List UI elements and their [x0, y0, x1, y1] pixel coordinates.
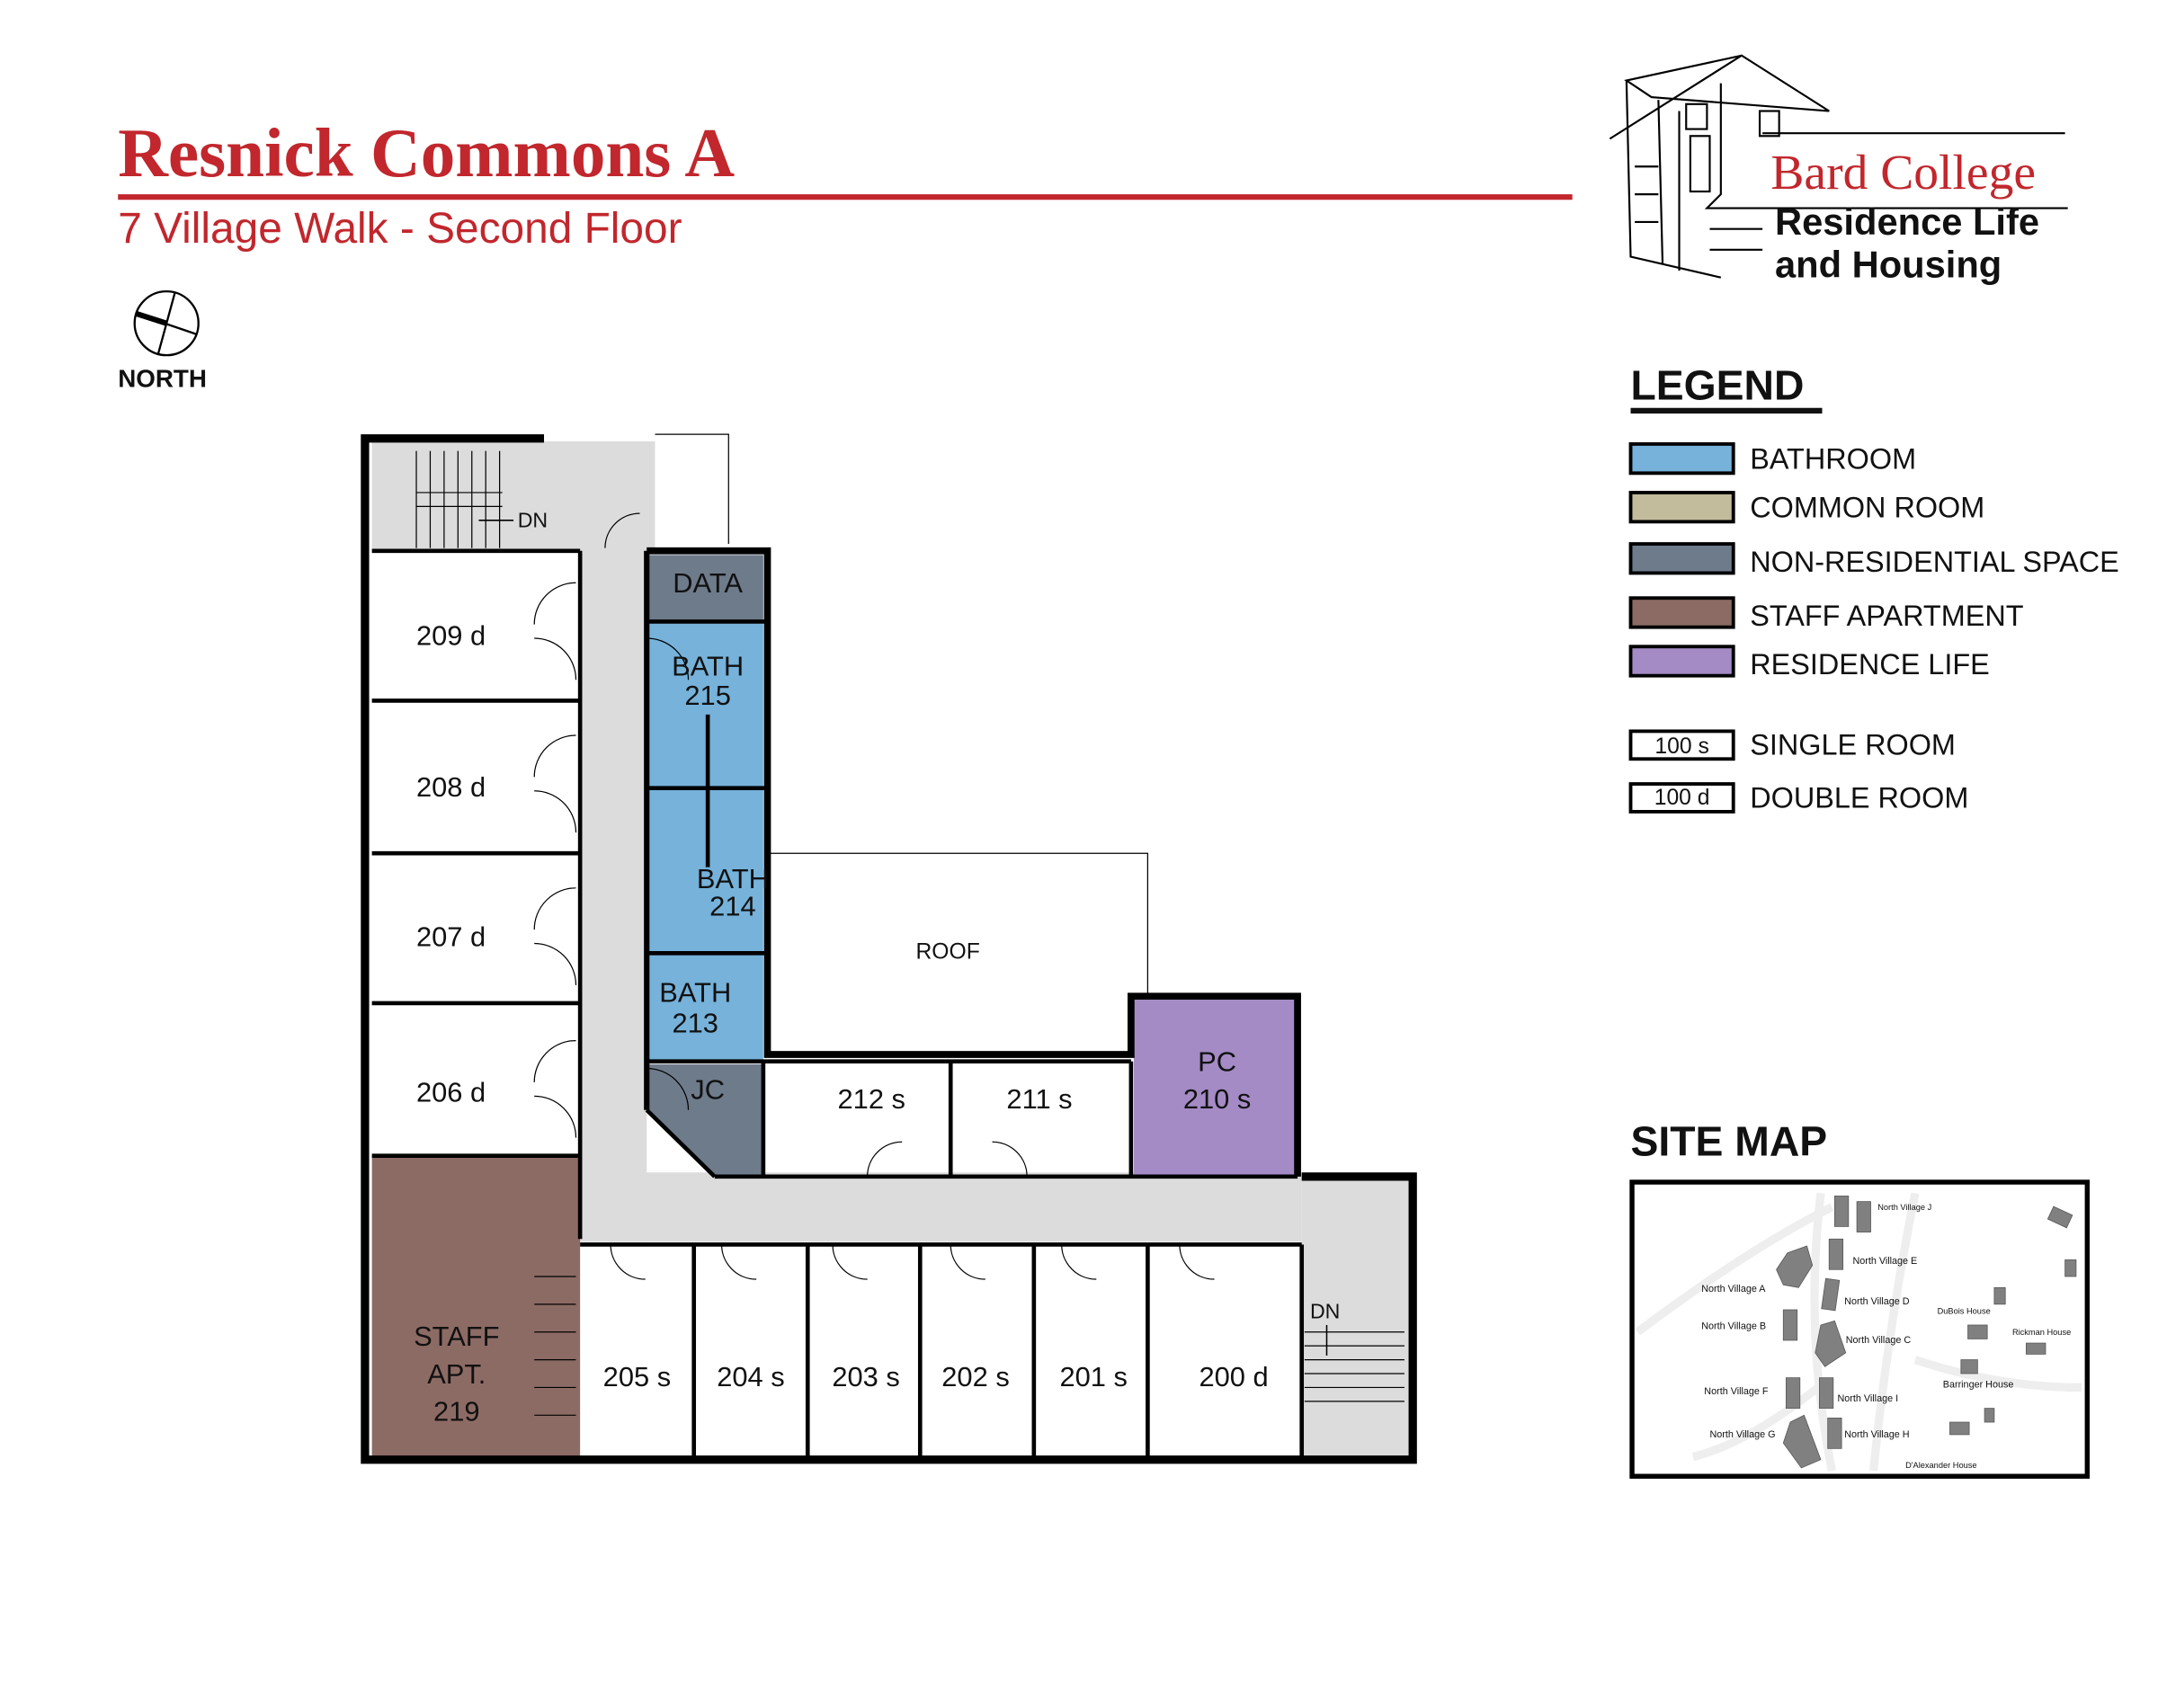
- logo-line-3: and Housing: [1775, 244, 2002, 286]
- site-map-title: SITE MAP: [1631, 1118, 1828, 1165]
- floor-plan: DN DN ROOF: [361, 433, 1417, 1464]
- swatch-single: [1628, 729, 1735, 761]
- page-subtitle: 7 Village Walk - Second Floor: [118, 205, 682, 253]
- staff-label-1: STAFF: [414, 1321, 499, 1352]
- corridor-horizontal: [580, 1172, 1302, 1242]
- legend-common-room: COMMON ROOM: [1750, 492, 1984, 524]
- dn-label-east: DN: [1310, 1299, 1340, 1322]
- swatch-common-room: [1628, 491, 1735, 524]
- corridor-vertical: [580, 547, 647, 1242]
- bath-214-number: 214: [709, 891, 756, 922]
- swatch-bathroom: [1628, 441, 1735, 476]
- jc-label: JC: [691, 1073, 725, 1105]
- stair-north: [371, 440, 655, 550]
- legend: LEGEND BATHROOM COMMON ROOM NON-RESIDENT…: [1628, 362, 2119, 814]
- roof-label: ROOF: [915, 940, 979, 965]
- double-code: 100 d: [1654, 786, 1710, 810]
- site-label-nv-h: North Village H: [1844, 1429, 1909, 1440]
- room-202-label: 202 s: [941, 1361, 1010, 1392]
- site-label-nv-c: North Village C: [1846, 1335, 1912, 1346]
- legend-residence-life: RESIDENCE LIFE: [1750, 648, 1990, 681]
- logo-line-2: Residence Life: [1775, 200, 2039, 243]
- page-title: Resnick Commons A: [118, 114, 735, 191]
- site-label-dubois: DuBois House: [1938, 1307, 1991, 1316]
- legend-staff-apartment: STAFF APARTMENT: [1750, 600, 2023, 632]
- site-label-nv-b: North Village B: [1701, 1321, 1766, 1332]
- room-210-label-2: 210 s: [1183, 1083, 1252, 1115]
- bard-logo: Bard College Residence Life and Housing: [1609, 54, 2068, 286]
- swatch-double: [1628, 782, 1735, 814]
- site-label-nv-d: North Village D: [1844, 1296, 1910, 1307]
- site-label-dalexander: D'Alexander House: [1905, 1461, 1976, 1470]
- site-label-nv-g: North Village G: [1709, 1429, 1775, 1440]
- room-206-label: 206 d: [416, 1076, 486, 1108]
- legend-double-room: DOUBLE ROOM: [1750, 781, 1968, 814]
- site-label-nv-j: North Village J: [1877, 1203, 1931, 1212]
- bath-215-label: BATH: [672, 651, 744, 682]
- site-label-nv-a: North Village A: [1701, 1284, 1766, 1294]
- stair-east: [1301, 1172, 1413, 1457]
- room-200-label: 200 d: [1199, 1361, 1268, 1392]
- legend-title: LEGEND: [1631, 362, 1805, 409]
- bath-214-label: BATH: [697, 863, 769, 894]
- legend-non-residential: NON-RESIDENTIAL SPACE: [1750, 546, 2119, 578]
- site-label-nv-e: North Village E: [1852, 1256, 1917, 1267]
- room-207-label: 207 d: [416, 921, 486, 953]
- dn-label-north: DN: [518, 509, 548, 532]
- room-211-label: 211 s: [1006, 1083, 1072, 1115]
- room-209-label: 209 d: [416, 620, 486, 652]
- site-label-rickman: Rickman House: [2012, 1328, 2071, 1337]
- bathrooms: [647, 621, 763, 1062]
- swatch-staff-apartment: [1628, 596, 1735, 629]
- room-210: [1133, 999, 1298, 1177]
- north-label: NORTH: [118, 365, 207, 393]
- site-label-nv-f: North Village F: [1704, 1386, 1769, 1397]
- swatch-non-residential: [1628, 542, 1735, 575]
- legend-bathroom: BATHROOM: [1750, 443, 1916, 476]
- janitor-closet: [647, 1063, 763, 1177]
- bath-213-number: 213: [672, 1007, 718, 1038]
- room-201-label: 201 s: [1059, 1361, 1128, 1392]
- single-code: 100 s: [1654, 734, 1708, 759]
- site-label-barringer: Barringer House: [1943, 1379, 2014, 1390]
- room-204-label: 204 s: [717, 1361, 785, 1392]
- data-label: DATA: [673, 567, 743, 599]
- room-208-label: 208 d: [416, 771, 486, 803]
- staff-apartment-219: [371, 1155, 581, 1457]
- north-arrow-icon: [133, 289, 200, 357]
- room-210-label-1: PC: [1198, 1046, 1236, 1078]
- room-212-label: 212 s: [838, 1083, 906, 1115]
- bath-215-number: 215: [684, 680, 731, 711]
- room-203-label: 203 s: [832, 1361, 900, 1392]
- legend-single-room: SINGLE ROOM: [1750, 729, 1956, 761]
- staff-label-2: APT.: [427, 1358, 486, 1390]
- staff-label-3: 219: [433, 1395, 480, 1427]
- site-map: SITE MAP N: [1629, 1118, 2090, 1479]
- swatch-residence-life: [1628, 645, 1735, 678]
- data-room: [647, 555, 763, 622]
- room-205-label: 205 s: [603, 1361, 672, 1392]
- logo-line-1: Bard College: [1770, 145, 2036, 200]
- site-label-nv-i: North Village I: [1837, 1393, 1898, 1404]
- bath-213-label: BATH: [659, 976, 731, 1008]
